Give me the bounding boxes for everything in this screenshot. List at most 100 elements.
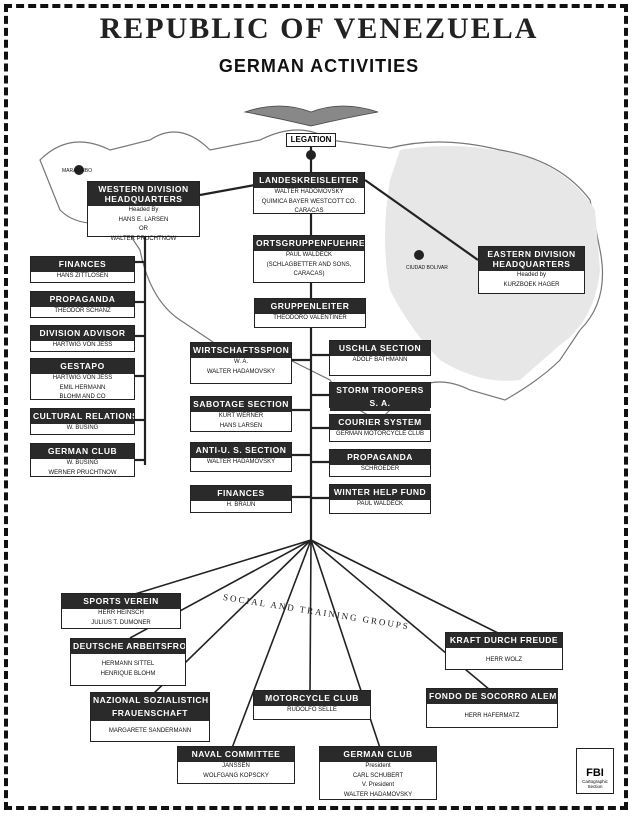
cultural-relations-box: CULTURAL RELATIONS W. BUSING xyxy=(30,408,135,435)
box-line: KURZBOEK HAGER xyxy=(503,281,560,288)
box-line: WALTER HADOMOVSKY xyxy=(274,189,344,195)
box-line: W. BUSING xyxy=(66,425,99,431)
box-title: PROPAGANDA xyxy=(31,292,134,307)
box-title: GESTAPO xyxy=(31,359,134,374)
gruppenleiter-box: GRUPPENLEITER THEODORO VALENTINER xyxy=(254,298,366,328)
box-title: FINANCES xyxy=(191,486,291,501)
box-title: PROPAGANDA xyxy=(330,450,430,465)
german-club-west-box: GERMAN CLUB W. BUSING WERNER PRUCHTNOW xyxy=(30,443,135,477)
box-line: WOLFGANG KOPSCKY xyxy=(203,772,269,779)
venezuela-map-outline xyxy=(39,129,604,421)
box-title: MOTORCYCLE CLUB xyxy=(254,691,370,706)
propaganda-central-box: PROPAGANDA SCHROEDER xyxy=(329,449,431,477)
finances-central-box: FINANCES H. BRAUN xyxy=(190,485,292,513)
sabotage-section-box: SABOTAGE SECTION KURT WERNER HANS LARSEN xyxy=(190,396,292,432)
west-emblem-icon xyxy=(74,165,84,175)
box-line: CARL SCHUBERT xyxy=(352,772,404,779)
fbi-seal: FBI Cartographic Section xyxy=(576,748,614,794)
box-line: ADOLF BATHMANN xyxy=(352,357,408,363)
box-line: HERR WOLZ xyxy=(486,657,522,663)
box-line: THEODORO VALENTINER xyxy=(273,315,347,321)
box-title: ORTSGRUPPENFUEHRER xyxy=(254,236,364,251)
box-line: HANS LARSEN xyxy=(219,422,263,429)
box-line: WALTER HADAMOVSKY xyxy=(206,368,276,375)
legation-box: LEGATION xyxy=(286,133,336,147)
box-line: GERMAN MOTORCYCLE CLUB xyxy=(336,431,424,437)
box-line: HERMANN SITTEL xyxy=(101,661,155,667)
box-title: GERMAN CLUB xyxy=(31,444,134,459)
courier-system-box: COURIER SYSTEM GERMAN MOTORCYCLE CLUB xyxy=(329,414,431,442)
box-title: NAVAL COMMITTEE xyxy=(178,747,294,762)
box-title: CULTURAL RELATIONS xyxy=(31,409,134,424)
box-line: (SCHLAGBETTER AND SONS, xyxy=(266,261,352,268)
box-line: RUDOLFO SELLE xyxy=(287,707,337,713)
deutsche-arbeitsfront-box: DEUTSCHE ARBEITSFRONT HERMANN SITTEL HEN… xyxy=(70,638,186,686)
box-title: EASTERN DIVISION HEADQUARTERS xyxy=(479,247,584,271)
box-title: WESTERN DIVISION HEADQUARTERS xyxy=(88,182,199,206)
box-line: HERR HAFERMATZ xyxy=(464,713,520,719)
western-division-box: WESTERN DIVISION HEADQUARTERS Headed By … xyxy=(87,181,200,242)
legation-emblem-icon xyxy=(306,150,316,160)
sports-verein-box: SPORTS VEREIN HERR HEINSCH JULIUS T. DUM… xyxy=(61,593,181,629)
box-line: WALTER HADAMOVSKY xyxy=(343,791,413,798)
box-line: OR xyxy=(139,226,148,232)
box-line: JANSSEN xyxy=(222,763,250,769)
east-emblem-icon xyxy=(414,250,424,260)
landeskreisleiter-box: LANDESKREISLEITER WALTER HADOMOVSKY QUIM… xyxy=(253,172,365,214)
box-line: Headed By xyxy=(128,207,159,213)
box-title: GRUPPENLEITER xyxy=(255,299,365,314)
box-line: BLOHM AND CO xyxy=(59,394,106,400)
box-line: WERNER PRUCHTNOW xyxy=(48,469,117,476)
box-line: MARGARETE SANDERMANN xyxy=(108,728,192,734)
fbi-mark: FBI xyxy=(586,767,604,779)
box-title: DEUTSCHE ARBEITSFRONT xyxy=(71,639,185,654)
box-title: LANDESKREISLEITER xyxy=(254,173,364,188)
anti-us-section-box: ANTI-U. S. SECTION WALTER HADAMOVSKY xyxy=(190,442,292,472)
eagle-emblem-shape xyxy=(243,105,379,127)
connector-lines xyxy=(135,147,479,540)
box-title: WIRTSCHAFTSSPION xyxy=(191,343,291,358)
box-line: HERR HEINSCH xyxy=(98,610,144,616)
motorcycle-club-box: MOTORCYCLE CLUB RUDOLFO SELLE xyxy=(253,690,371,720)
wirtschaftsspion-box: WIRTSCHAFTSSPION W. A. WALTER HADAMOVSKY xyxy=(190,342,292,384)
box-line: W. BUSING xyxy=(66,460,99,466)
box-line: WALTER HADAMOVSKY xyxy=(206,459,276,465)
box-line: QUIMICA BAYER WESTCOTT CO. xyxy=(261,198,357,205)
box-line: V. President xyxy=(361,782,395,788)
box-line: W. A. xyxy=(233,359,248,365)
eastern-division-box: EASTERN DIVISION HEADQUARTERS Headed by … xyxy=(478,246,585,294)
box-line: KURT WERNER xyxy=(218,413,264,419)
division-advisor-box: DIVISION ADVISOR HARTWIG VON JESS xyxy=(30,325,135,352)
box-title: DIVISION ADVISOR xyxy=(31,326,134,341)
page-title: REPUBLIC OF VENEZUELA xyxy=(99,12,539,45)
east-map-label: CIUDAD BOLIVAR xyxy=(406,265,448,271)
box-line: PAUL WALDECK xyxy=(356,501,404,507)
uschla-section-box: USCHLA SECTION ADOLF BATHMANN xyxy=(329,340,431,376)
box-line: SCHROEDER xyxy=(360,466,400,472)
german-club-social-box: GERMAN CLUB President CARL SCHUBERT V. P… xyxy=(319,746,437,800)
ortsgruppenfuehrer-box: ORTSGRUPPENFUEHRER PAUL WALDECK (SCHLAGB… xyxy=(253,235,365,283)
box-line: President xyxy=(365,763,391,769)
box-line: HENRIQUE BLOHM xyxy=(100,670,156,677)
box-title: GERMAN CLUB xyxy=(320,747,436,762)
box-title: ANTI-U. S. SECTION xyxy=(191,443,291,458)
box-title: WINTER HELP FUND xyxy=(330,485,430,500)
fondo-de-socorro-box: FONDO DE SOCORRO ALEMAN HERR HAFERMATZ xyxy=(426,688,558,728)
box-title: SPORTS VEREIN xyxy=(62,594,180,609)
box-title: STORM TROOPERS xyxy=(330,383,430,398)
box-line: JULIUS T. DUMONER xyxy=(91,619,151,626)
box-line: CARACAS) xyxy=(293,271,325,277)
winter-help-fund-box: WINTER HELP FUND PAUL WALDECK xyxy=(329,484,431,514)
propaganda-west-box: PROPAGANDA THEODOR SCHANZ xyxy=(30,291,135,318)
box-line: EMIL HERMANN xyxy=(59,384,106,391)
box-line: THEODOR SCHANZ xyxy=(54,308,111,314)
fbi-caption: Cartographic Section xyxy=(582,779,608,789)
box-line: HANS ZITTLOSEN xyxy=(56,273,109,279)
box-title: COURIER SYSTEM xyxy=(330,415,430,430)
box-title: NAZIONAL SOZIALISTICHE xyxy=(91,693,209,708)
page-border xyxy=(4,4,628,810)
storm-troopers-box: STORM TROOPERS S. A. xyxy=(329,382,431,411)
box-title: USCHLA SECTION xyxy=(330,341,430,356)
naval-committee-box: NAVAL COMMITTEE JANSSEN WOLFGANG KOPSCKY xyxy=(177,746,295,784)
box-line: H. BRAUN xyxy=(226,502,256,508)
